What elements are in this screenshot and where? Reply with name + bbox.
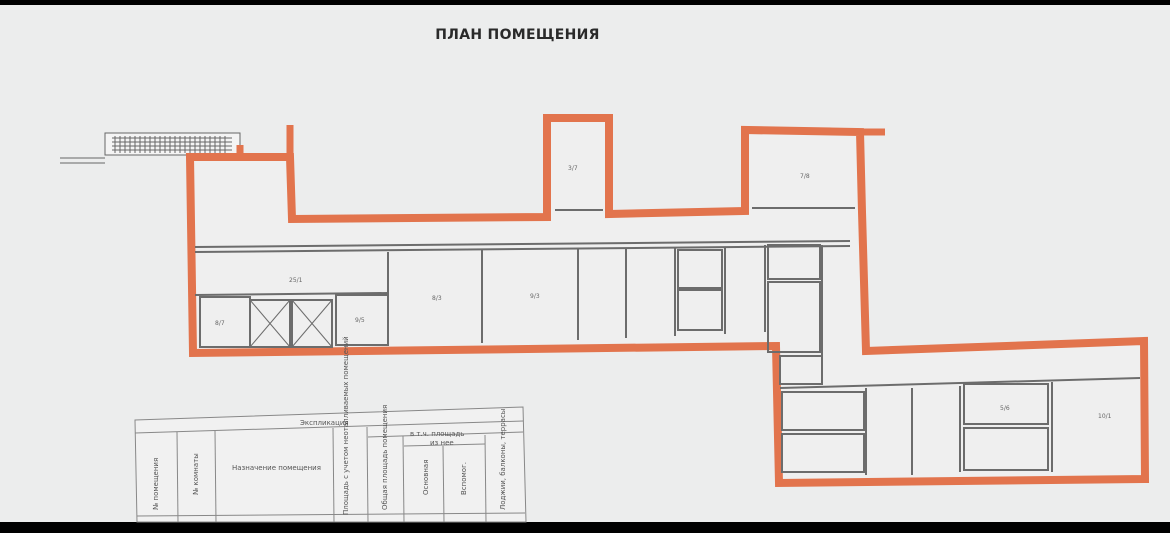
explication-table xyxy=(134,406,527,523)
subgroup-header: из нее xyxy=(430,439,454,447)
staircase xyxy=(60,132,241,164)
explication-title: Экспликация xyxy=(300,419,349,427)
column-header: Площадь с учетом неотапливаемых помещени… xyxy=(342,336,350,515)
svg-text:10/1: 10/1 xyxy=(1098,413,1112,420)
column-header: Основная xyxy=(422,460,430,495)
svg-text:25/1: 25/1 xyxy=(289,277,303,284)
svg-text:8/3: 8/3 xyxy=(432,295,442,302)
column-header: Назначение помещения xyxy=(232,464,321,472)
room-labels: 25/1 8/3 9/3 3/7 7/8 8/7 9/5 10/1 5/6 xyxy=(215,165,1112,420)
svg-text:3/7: 3/7 xyxy=(568,165,578,172)
column-header: Лоджии, балконы, террасы xyxy=(499,409,507,510)
explication-text: Экспликация в т.ч. площадь из нее № поме… xyxy=(152,336,507,515)
column-header: Вспомог. xyxy=(460,462,468,495)
column-header: № комнаты xyxy=(192,453,200,495)
page-title: ПЛАН ПОМЕЩЕНИЯ xyxy=(435,27,600,43)
group-header: в т.ч. площадь xyxy=(410,430,464,438)
svg-text:5/6: 5/6 xyxy=(1000,405,1010,412)
interior-walls xyxy=(194,207,1141,475)
svg-text:9/5: 9/5 xyxy=(355,317,365,324)
svg-text:9/3: 9/3 xyxy=(530,293,540,300)
column-header: № помещения xyxy=(152,458,160,510)
svg-text:8/7: 8/7 xyxy=(215,320,225,327)
exterior-walls xyxy=(185,114,1150,488)
column-header: Общая площадь помещения xyxy=(381,405,389,510)
svg-text:7/8: 7/8 xyxy=(800,173,810,180)
